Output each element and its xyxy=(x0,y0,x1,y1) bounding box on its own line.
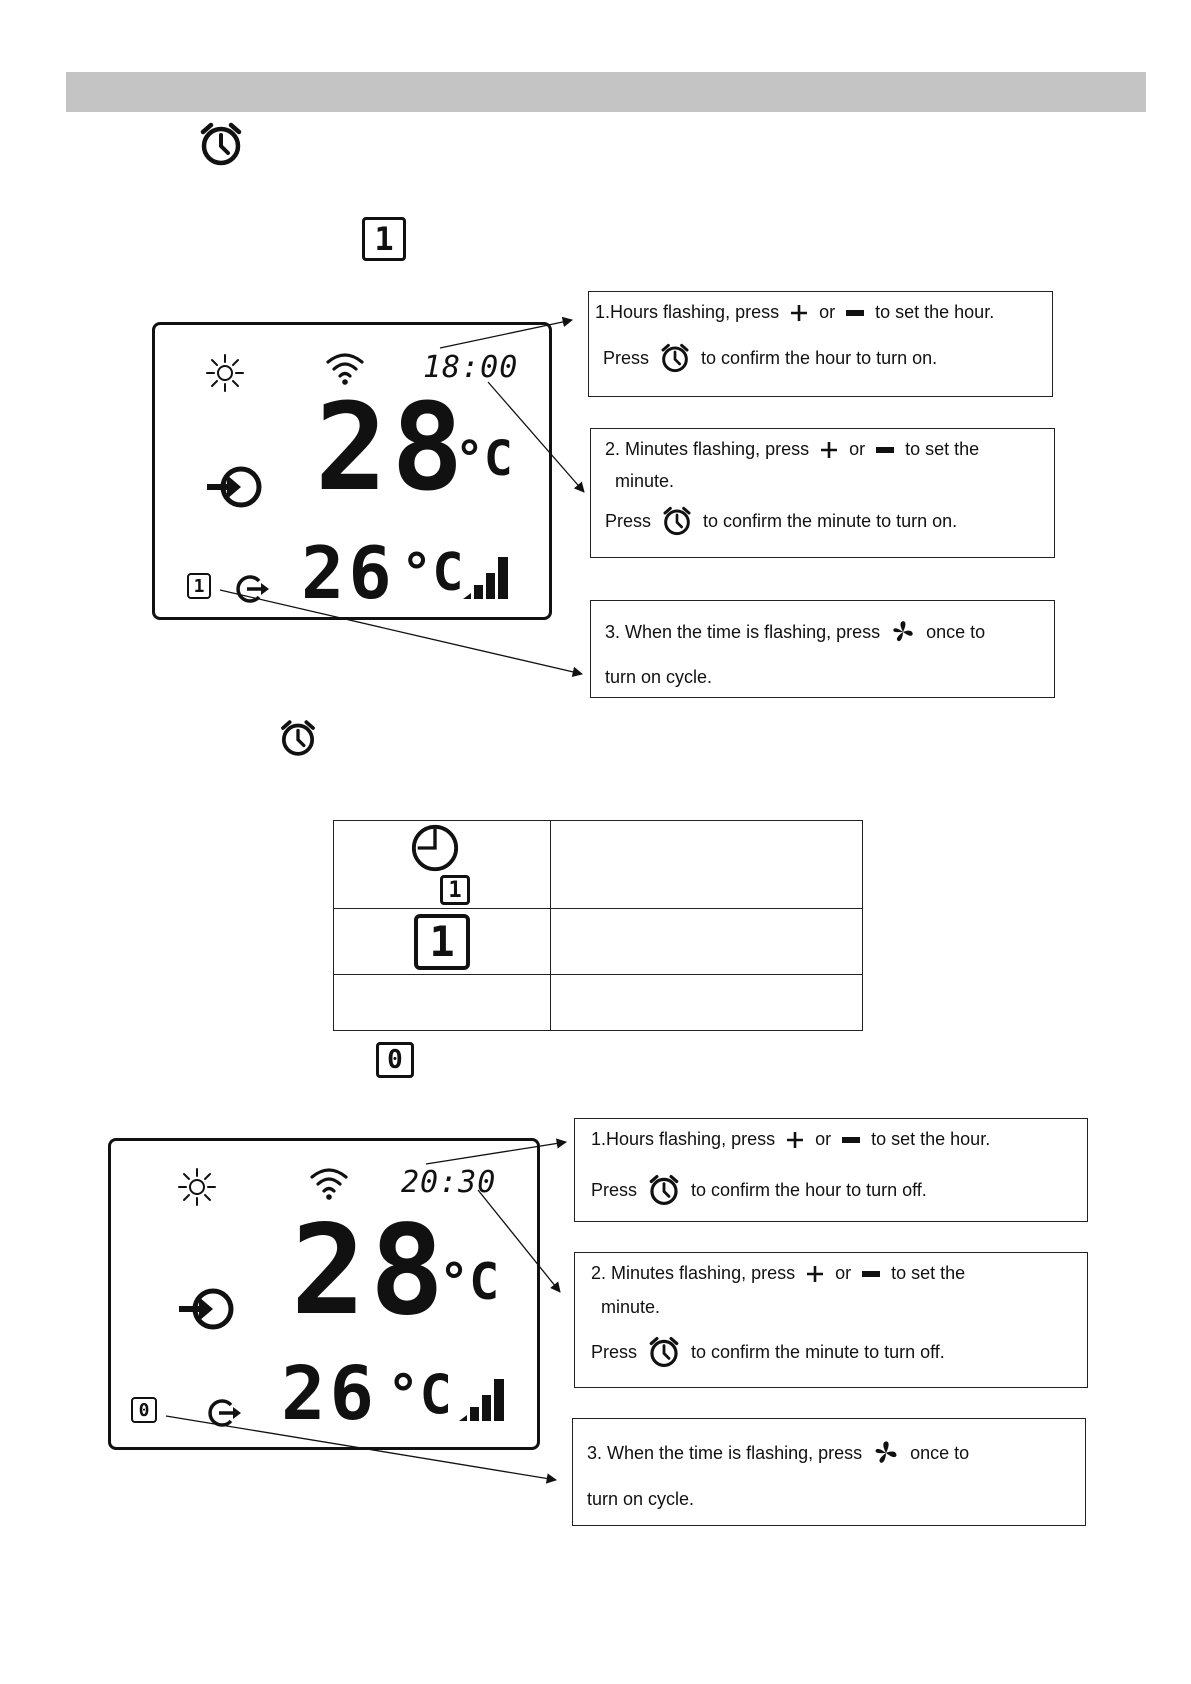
power-in-icon xyxy=(175,1285,239,1333)
timer-0-boxed-icon: 0 xyxy=(376,1042,414,1078)
callout-text: to confirm the minute to turn off. xyxy=(691,1341,945,1362)
table-cell xyxy=(333,974,551,1031)
sun-icon xyxy=(177,1167,217,1207)
alarm-clock-icon xyxy=(661,505,693,537)
timer-1-boxed-icon: 1 xyxy=(414,913,470,970)
callout-upper-cycle: 3. When the time is flashing, press once… xyxy=(590,600,1055,698)
callout-text: to confirm the hour to turn off. xyxy=(691,1179,927,1200)
callout-text: or xyxy=(815,1129,832,1149)
timer-1-indicator: 1 xyxy=(187,573,211,599)
lcd-time: 20:30 xyxy=(401,1165,497,1200)
section-header-bar xyxy=(66,72,1146,112)
timer-1-number: 1 xyxy=(374,220,394,258)
signal-bars-icon xyxy=(457,1375,507,1423)
sun-icon xyxy=(205,353,245,393)
callout-text: Press xyxy=(605,510,652,531)
timer-0-indicator: 0 xyxy=(131,1397,157,1423)
callout-text: Press xyxy=(603,347,650,368)
table-row: 1 xyxy=(333,908,863,975)
lcd-time: 18:00 xyxy=(423,350,519,385)
lcd-set-temperature-unit: °C xyxy=(439,1253,500,1311)
table-row: 1 xyxy=(333,820,863,909)
lcd-room-temperature: 26 xyxy=(281,1351,379,1437)
callout-text: Press xyxy=(591,1341,638,1362)
legend-table: 1 1 xyxy=(333,820,863,1031)
callout-text: 3. When the time is flashing, press xyxy=(605,621,881,642)
callout-text: Press xyxy=(591,1179,638,1200)
power-out-icon xyxy=(205,1397,245,1429)
alarm-clock-icon xyxy=(659,342,691,374)
lcd-set-temperature: 28 xyxy=(291,1199,449,1343)
minus-icon xyxy=(875,440,895,460)
callout-text: turn on cycle. xyxy=(587,1489,695,1509)
callout-text: 3. When the time is flashing, press xyxy=(587,1442,863,1463)
plus-icon xyxy=(789,303,809,323)
callout-text: to confirm the minute to turn on. xyxy=(703,510,958,531)
minus-icon xyxy=(861,1264,881,1284)
power-in-icon xyxy=(203,463,267,511)
lcd-set-temperature-unit: °C xyxy=(455,431,513,487)
callout-text: 1.Hours flashing, press xyxy=(595,302,780,322)
timer-0-indicator-number: 0 xyxy=(138,1399,150,1421)
timer-1-boxed-icon: 1 xyxy=(440,875,470,905)
callout-text: 1.Hours flashing, press xyxy=(591,1129,776,1149)
callout-upper-hours: 1.Hours flashing, press or to set the ho… xyxy=(588,291,1053,397)
plus-icon xyxy=(805,1264,825,1284)
table-cell: 1 xyxy=(333,820,551,909)
callout-text: to confirm the hour to turn on. xyxy=(701,347,938,368)
fan-icon xyxy=(872,1439,900,1467)
callout-text: minute. xyxy=(601,1297,661,1317)
callout-lower-cycle: 3. When the time is flashing, press once… xyxy=(572,1418,1086,1526)
timer-0-number: 0 xyxy=(387,1045,403,1075)
callout-text: turn on cycle. xyxy=(605,667,713,687)
alarm-clock-icon xyxy=(647,1173,681,1207)
lcd-display-lower: 20:30 28 °C 0 26 °C xyxy=(108,1138,540,1450)
power-out-icon xyxy=(233,573,273,605)
alarm-clock-icon xyxy=(647,1335,681,1369)
clock-icon xyxy=(410,823,460,873)
callout-lower-minutes: 2. Minutes flashing, press or to set the… xyxy=(574,1252,1088,1388)
plus-icon xyxy=(785,1130,805,1150)
callout-text: or xyxy=(835,1263,852,1283)
timer-1-number: 1 xyxy=(429,917,455,966)
callout-text: once to xyxy=(926,621,986,642)
minus-icon xyxy=(845,303,865,323)
lcd-room-temperature-unit: °C xyxy=(401,543,464,603)
minus-icon xyxy=(841,1130,861,1150)
wifi-icon xyxy=(309,1165,349,1201)
table-cell: 1 xyxy=(333,908,551,975)
timer-1-boxed-icon: 1 xyxy=(362,217,406,261)
callout-lower-hours: 1.Hours flashing, press or to set the ho… xyxy=(574,1118,1088,1222)
callout-text: or xyxy=(819,302,836,322)
plus-icon xyxy=(819,440,839,460)
callout-text: to set the xyxy=(905,439,980,459)
table-cell xyxy=(550,908,863,975)
timer-1-number: 1 xyxy=(448,877,462,903)
callout-text: or xyxy=(849,439,866,459)
table-cell xyxy=(550,820,863,909)
timer-1-indicator-number: 1 xyxy=(193,575,205,597)
lcd-room-temperature-unit: °C xyxy=(387,1363,453,1426)
callout-text: minute. xyxy=(615,471,675,491)
callout-text: 2. Minutes flashing, press xyxy=(591,1263,796,1283)
fan-icon xyxy=(890,619,916,645)
callout-upper-minutes: 2. Minutes flashing, press or to set the… xyxy=(590,428,1055,558)
signal-bars-icon xyxy=(461,553,511,601)
callout-text: to set the xyxy=(891,1263,966,1283)
lcd-set-temperature: 28 xyxy=(315,379,468,518)
callout-text: to set the hour. xyxy=(871,1129,991,1149)
alarm-clock-icon xyxy=(278,718,318,758)
lcd-room-temperature: 26 xyxy=(301,531,396,615)
lcd-display-upper: 18:00 28 °C 1 26 °C xyxy=(152,322,552,620)
table-cell xyxy=(550,974,863,1031)
table-row xyxy=(333,974,863,1031)
alarm-clock-icon xyxy=(197,120,245,168)
callout-text: to set the hour. xyxy=(875,302,995,322)
callout-text: 2. Minutes flashing, press xyxy=(605,439,810,459)
callout-text: once to xyxy=(910,1442,970,1463)
